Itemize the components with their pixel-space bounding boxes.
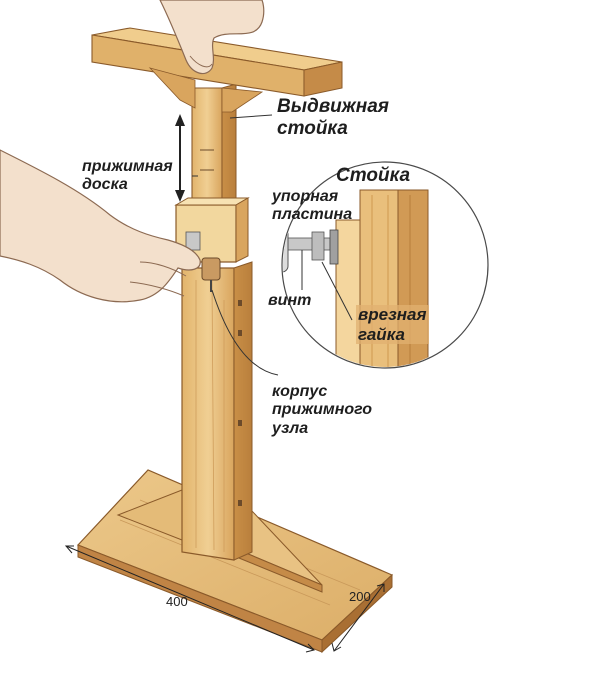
label-clamp-body: корпус прижимного узла: [272, 383, 372, 438]
label-thrust-plate-line1: упорная: [272, 188, 339, 205]
label-sliding-post-line2: стойка: [277, 117, 348, 139]
label-post: Стойка: [336, 165, 411, 186]
label-clamp-body-line2: прижимного: [272, 401, 373, 419]
label-thrust-plate-line2: пластина: [272, 206, 353, 224]
dimension-length: 400: [166, 594, 188, 609]
leader-lines: [192, 114, 279, 376]
label-insert-nut: врезная гайка: [356, 305, 429, 345]
label-sliding-post-line1: Выдвижная: [277, 96, 389, 117]
label-sliding-post: Выдвижная стойка: [277, 96, 389, 140]
left-hand: [0, 149, 201, 303]
dimension-width: 200: [349, 589, 371, 604]
dimension-lines: [64, 545, 385, 653]
main-post: [181, 261, 253, 561]
label-insert-nut-line2: гайка: [356, 324, 429, 345]
label-clamp-body-line3: узла: [272, 419, 309, 437]
label-pressure-board-line1: прижимная: [82, 158, 173, 175]
label-insert-nut-line1: врезная: [356, 305, 429, 325]
label-clamp-body-line1: корпус: [272, 383, 328, 400]
right-hand: [159, 0, 265, 75]
clamp-knob: [201, 257, 221, 292]
movement-arrow: [175, 114, 185, 202]
label-screw: винт: [268, 292, 312, 309]
sliding-post: [191, 83, 237, 216]
label-pressure-board: прижимная доска: [82, 158, 173, 195]
label-pressure-board-line2: доска: [82, 176, 128, 194]
label-thrust-plate: упорная пластина: [272, 188, 352, 225]
